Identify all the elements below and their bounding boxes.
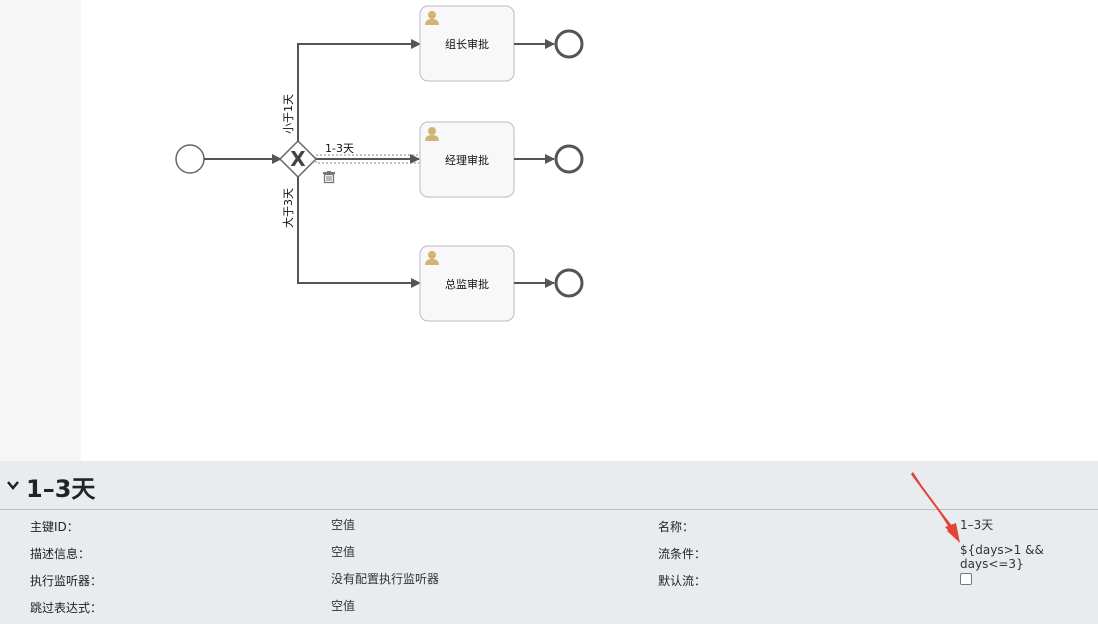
end-event-3[interactable] bbox=[554, 268, 584, 298]
end-event-1[interactable] bbox=[554, 29, 584, 59]
description-label: 描述信息： bbox=[30, 547, 91, 561]
end-event-2[interactable] bbox=[554, 144, 584, 174]
trash-icon[interactable] bbox=[323, 171, 335, 184]
flow-bottom[interactable] bbox=[297, 177, 421, 288]
user-icon bbox=[425, 251, 439, 265]
listener-value[interactable]: 没有配置执行监听器 bbox=[331, 572, 440, 586]
skip-expression-label: 跳过表达式： bbox=[30, 601, 103, 615]
panel-title: 1–3天 bbox=[26, 475, 96, 503]
user-icon bbox=[425, 11, 439, 25]
id-label: 主键ID： bbox=[30, 520, 79, 534]
start-event[interactable] bbox=[175, 144, 205, 174]
listener-label: 执行监听器： bbox=[30, 574, 103, 588]
default-flow-label: 默认流： bbox=[658, 574, 707, 588]
bpmn-diagram[interactable]: X 小于1天 1-3天 大于3天 组长审批 经理审批 bbox=[0, 0, 1098, 461]
chevron-down-icon[interactable] bbox=[6, 478, 20, 492]
flow-label-bottom: 大于3天 bbox=[281, 188, 295, 228]
id-value[interactable]: 空值 bbox=[331, 518, 356, 532]
task-label: 总监审批 bbox=[445, 277, 489, 291]
task-label: 组长审批 bbox=[445, 37, 489, 51]
flow-top[interactable] bbox=[297, 39, 421, 141]
diagram-canvas[interactable] bbox=[81, 0, 1098, 461]
task-manager[interactable]: 经理审批 bbox=[419, 121, 515, 198]
name-value[interactable]: 1–3天 bbox=[960, 518, 994, 532]
skip-expression-value[interactable]: 空值 bbox=[331, 599, 356, 613]
flow-label-middle: 1-3天 bbox=[325, 142, 354, 155]
default-flow-checkbox[interactable] bbox=[960, 573, 972, 585]
condition-value[interactable]: ${days>1 && days<=3} bbox=[960, 543, 1044, 571]
task-team-lead[interactable]: 组长审批 bbox=[419, 5, 515, 82]
gateway-x-symbol: X bbox=[290, 147, 306, 171]
name-label: 名称： bbox=[658, 520, 695, 534]
task-director[interactable]: 总监审批 bbox=[419, 245, 515, 322]
exclusive-gateway[interactable]: X bbox=[278, 139, 318, 179]
condition-label: 流条件： bbox=[658, 547, 707, 561]
panel-header[interactable]: 1–3天 bbox=[0, 461, 1098, 510]
task-label: 经理审批 bbox=[445, 153, 489, 167]
properties-panel: 1–3天 主键ID： 空值 描述信息： 空值 执行监听器： 没有配置执行监听器 … bbox=[0, 461, 1098, 624]
flow-label-top: 小于1天 bbox=[282, 94, 295, 134]
description-value[interactable]: 空值 bbox=[331, 545, 356, 559]
user-icon bbox=[425, 127, 439, 141]
